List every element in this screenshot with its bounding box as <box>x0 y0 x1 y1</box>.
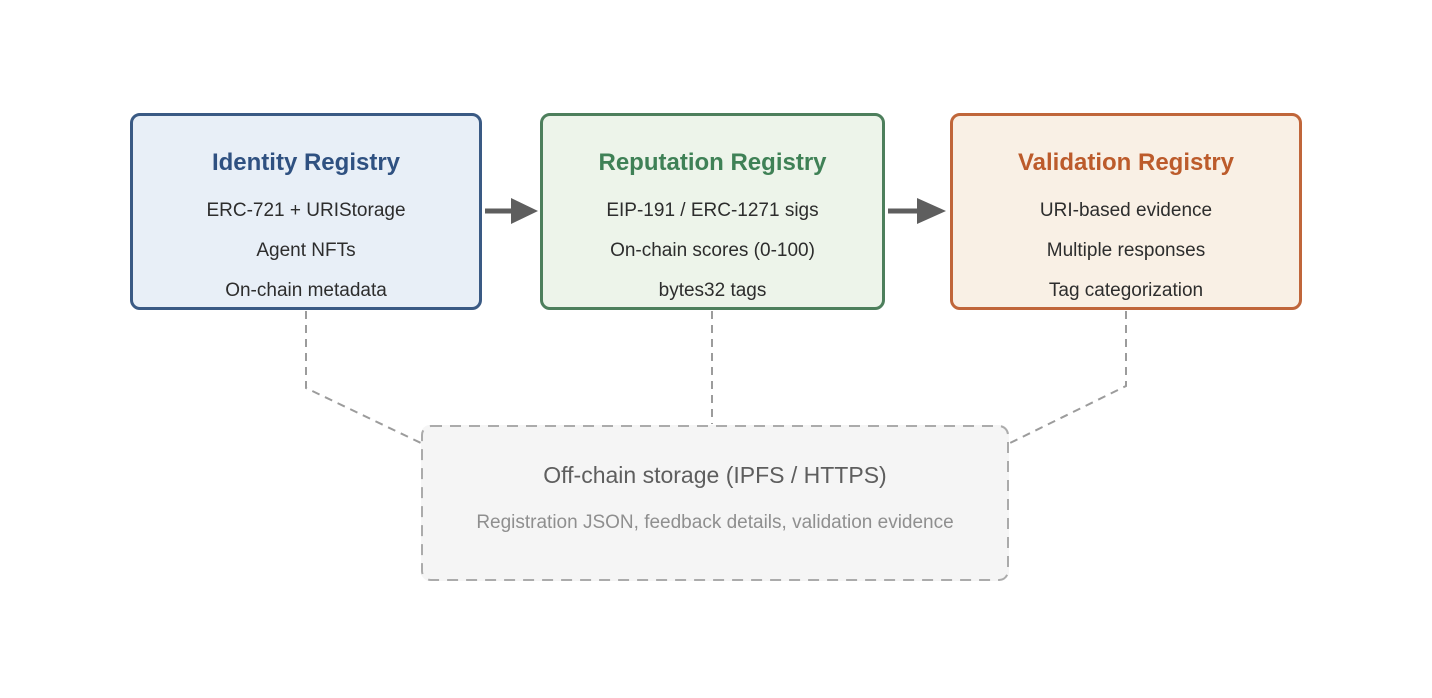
validation-registry-title: Validation Registry <box>1017 149 1235 176</box>
reputation-registry-box: Reputation Registry EIP-191 / ERC-1271 s… <box>540 113 885 310</box>
reputation-registry-line: EIP-191 / ERC-1271 sigs <box>606 200 819 221</box>
validation-registry-line: Multiple responses <box>1046 240 1206 261</box>
off-chain-storage-title: Off-chain storage (IPFS / HTTPS) <box>543 462 887 488</box>
reputation-registry-title: Reputation Registry <box>598 149 827 176</box>
arrow-reputation-to-validation-icon <box>888 198 946 224</box>
identity-registry-line: On-chain metadata <box>225 280 387 301</box>
dashed-link-validation-to-storage <box>1007 311 1127 445</box>
identity-registry-line: ERC-721 + URIStorage <box>206 200 406 221</box>
identity-registry-line: Agent NFTs <box>256 240 356 261</box>
off-chain-storage-box: Off-chain storage (IPFS / HTTPS) Registr… <box>421 425 1009 581</box>
dashed-link-identity-to-storage <box>305 311 424 445</box>
reputation-registry-line: On-chain scores (0-100) <box>610 240 815 261</box>
validation-registry-line: URI-based evidence <box>1039 200 1213 221</box>
validation-registry-line: Tag categorization <box>1048 280 1204 301</box>
identity-registry-title: Identity Registry <box>211 149 401 176</box>
validation-registry-box: Validation Registry URI-based evidence M… <box>950 113 1302 310</box>
off-chain-storage-subtitle: Registration JSON, feedback details, val… <box>476 512 954 533</box>
identity-registry-box: Identity Registry ERC-721 + URIStorage A… <box>130 113 482 310</box>
arrow-identity-to-reputation-icon <box>485 198 538 224</box>
reputation-registry-line: bytes32 tags <box>658 280 767 301</box>
